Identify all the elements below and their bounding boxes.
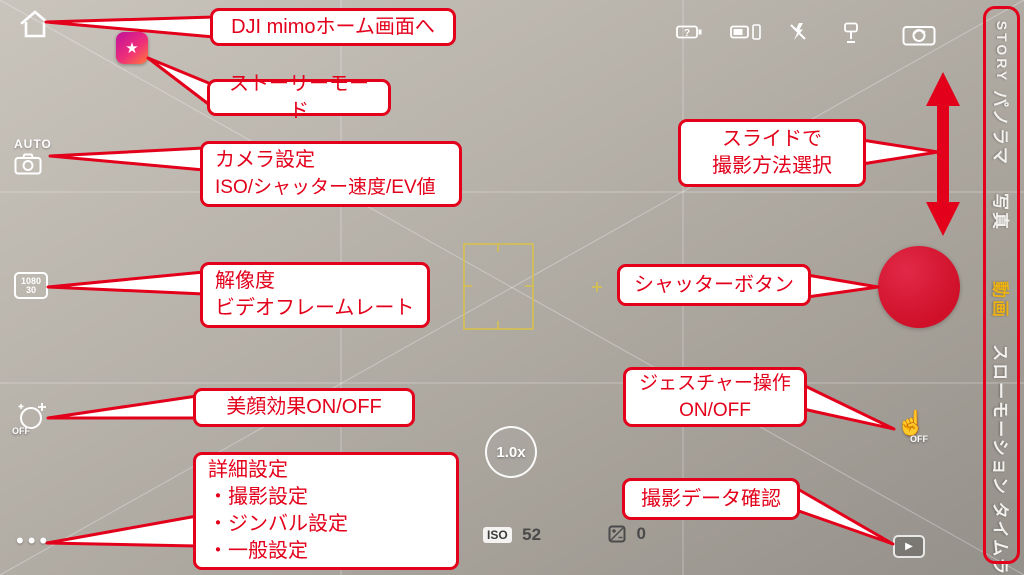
- camera-switch-icon: [902, 26, 936, 46]
- callout-story-text: ストーリーモード: [229, 72, 369, 122]
- camera-settings-button[interactable]: AUTO: [14, 137, 52, 180]
- tail-playback: [794, 486, 895, 546]
- callout-detail-line1: 詳細設定: [208, 459, 288, 481]
- focus-frame: [463, 243, 602, 330]
- callout-shutter-text: シャッターボタン: [634, 273, 794, 296]
- beauty-off-label: OFF: [12, 426, 30, 436]
- camera-icon: [14, 153, 42, 175]
- callout-gesture-line1: ジェスチャー操作: [639, 373, 791, 394]
- iso-readout: ISO 52: [483, 525, 541, 545]
- callout-home: DJI mimoホーム画面へ: [210, 8, 456, 46]
- iso-badge: ISO: [483, 527, 512, 543]
- tail-story: [146, 56, 213, 108]
- callout-gesture-line2: ON/OFF: [679, 400, 751, 421]
- callout-gesture: ジェスチャー操作 ON/OFF: [623, 367, 807, 427]
- callout-camera-settings: カメラ設定 ISO/シャッター速度/EV値: [200, 141, 462, 207]
- callout-beauty: 美顔効果ON/OFF: [193, 388, 415, 427]
- callout-home-text: DJI mimoホーム画面へ: [231, 15, 435, 38]
- callout-mode-slide-line1: スライドで: [722, 128, 822, 150]
- ev-value: 0: [636, 524, 646, 543]
- callout-story: ストーリーモード: [207, 73, 391, 122]
- resolution-value: 1080: [20, 275, 42, 286]
- callout-detail-line4: ・一般設定: [208, 540, 308, 562]
- tail-gesture: [801, 383, 896, 431]
- callout-detail-settings: 詳細設定 ・撮影設定 ・ジンバル設定 ・一般設定: [193, 452, 459, 570]
- mode-strip-highlight-bracket: [983, 6, 1020, 564]
- tail-camera-settings: [48, 146, 206, 172]
- callout-mode-slide-line2: 撮影方法選択: [712, 155, 832, 177]
- callout-resolution: 解像度 ビデオフレームレート: [200, 262, 430, 328]
- callout-mode-slide: スライドで 撮影方法選択: [678, 119, 866, 187]
- callout-camera-settings-line2: ISO/シャッター速度/EV値: [215, 177, 436, 198]
- camera-switch-button[interactable]: [902, 22, 936, 51]
- beauty-effect-icon: [18, 403, 46, 429]
- story-mode-button[interactable]: ★: [116, 32, 148, 64]
- slide-double-arrow: [926, 72, 960, 236]
- zoom-value: 1.0x: [496, 443, 526, 461]
- callout-detail-line2: ・撮影設定: [208, 486, 308, 508]
- iso-value: 52: [522, 525, 542, 544]
- star-icon: ★: [125, 40, 139, 57]
- flash-off-icon[interactable]: [788, 22, 808, 47]
- playback-button[interactable]: ▶: [893, 535, 925, 558]
- tail-resolution: [46, 270, 206, 296]
- home-button[interactable]: [18, 8, 52, 45]
- tail-mode-slide: [860, 138, 940, 166]
- play-icon: ▶: [905, 541, 913, 552]
- beauty-effect-button[interactable]: OFF: [12, 400, 48, 441]
- zoom-button[interactable]: 1.0x: [485, 426, 537, 478]
- exposure-icon: [608, 525, 626, 543]
- device-battery-icon: [730, 24, 761, 46]
- shutter-button[interactable]: [878, 246, 960, 328]
- gesture-hand-icon: ☝: [896, 410, 926, 437]
- svg-text:?: ?: [684, 28, 690, 39]
- auto-mode-label: AUTO: [14, 137, 52, 151]
- ev-readout: 0: [608, 524, 646, 544]
- framerate-value: 30: [25, 284, 36, 295]
- tail-detail-settings: [45, 514, 199, 548]
- callout-resolution-line1: 解像度: [215, 270, 275, 292]
- tail-home: [44, 15, 216, 39]
- callout-playback-text: 撮影データ確認: [641, 487, 781, 510]
- tail-shutter: [805, 273, 880, 299]
- callout-shutter: シャッターボタン: [617, 264, 811, 306]
- home-icon: [20, 10, 50, 38]
- gesture-off-label: OFF: [910, 434, 928, 444]
- more-settings-button[interactable]: •••: [16, 528, 52, 553]
- callout-beauty-text: 美顔効果ON/OFF: [226, 396, 382, 418]
- tail-beauty: [46, 394, 199, 420]
- resolution-button[interactable]: 1080 30: [14, 272, 48, 299]
- callout-camera-settings-line1: カメラ設定: [215, 149, 315, 171]
- gimbal-icon[interactable]: [842, 22, 860, 49]
- controller-battery-icon: ?: [676, 24, 703, 46]
- gesture-control-button[interactable]: ☝ OFF: [896, 410, 928, 445]
- callout-detail-line3: ・ジンバル設定: [208, 513, 348, 535]
- callout-playback: 撮影データ確認: [622, 478, 800, 520]
- callout-resolution-line2: ビデオフレームレート: [215, 297, 415, 319]
